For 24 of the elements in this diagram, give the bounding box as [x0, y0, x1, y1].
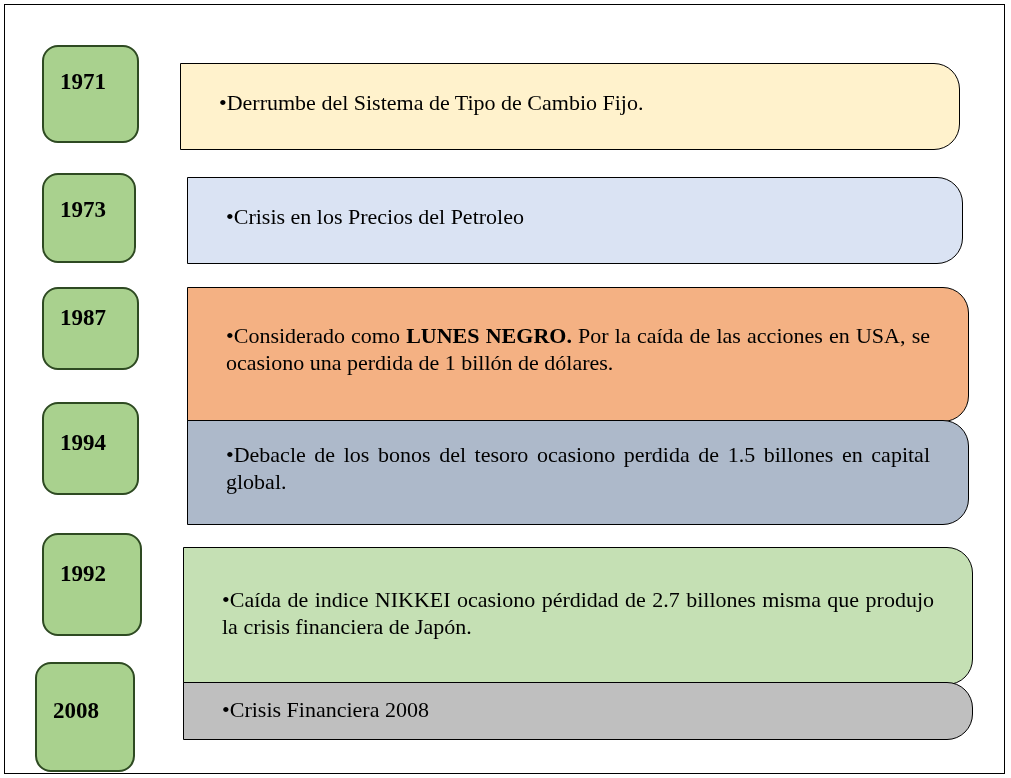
event-box [180, 63, 960, 150]
year-label: 1973 [60, 197, 106, 223]
event-description: •Derrumbe del Sistema de Tipo de Cambio Fijo. [219, 89, 644, 116]
year-box [42, 173, 136, 263]
year-box [42, 533, 142, 636]
event-description: •Considerado como LUNES NEGRO. Por la caída de las acciones en USA, se ocasiono una perdida de 1 billón de dólares. [226, 322, 930, 376]
event-description: •Debacle de los bonos del tesoro ocasiono perdida de 1.5 billones en capital global. [226, 441, 930, 495]
year-label: 1994 [60, 430, 106, 456]
year-label: 1987 [60, 305, 106, 331]
event-description: •Crisis Financiera 2008 [222, 696, 429, 723]
year-label: 2008 [53, 698, 99, 724]
year-box [42, 402, 139, 495]
event-box [187, 420, 969, 525]
event-description: •Crisis en los Precios del Petroleo [226, 203, 524, 230]
year-box [42, 45, 139, 143]
year-box [35, 662, 135, 772]
year-box [42, 287, 139, 370]
event-box [187, 287, 969, 422]
event-box [187, 177, 963, 264]
event-description: •Caída de indice NIKKEI ocasiono pérdidad de 2.7 billones misma que produjo la crisis financiera de Japón. [222, 586, 934, 640]
year-label: 1992 [60, 561, 106, 587]
year-label: 1971 [60, 69, 106, 95]
event-box [183, 682, 973, 740]
event-box [183, 547, 973, 685]
